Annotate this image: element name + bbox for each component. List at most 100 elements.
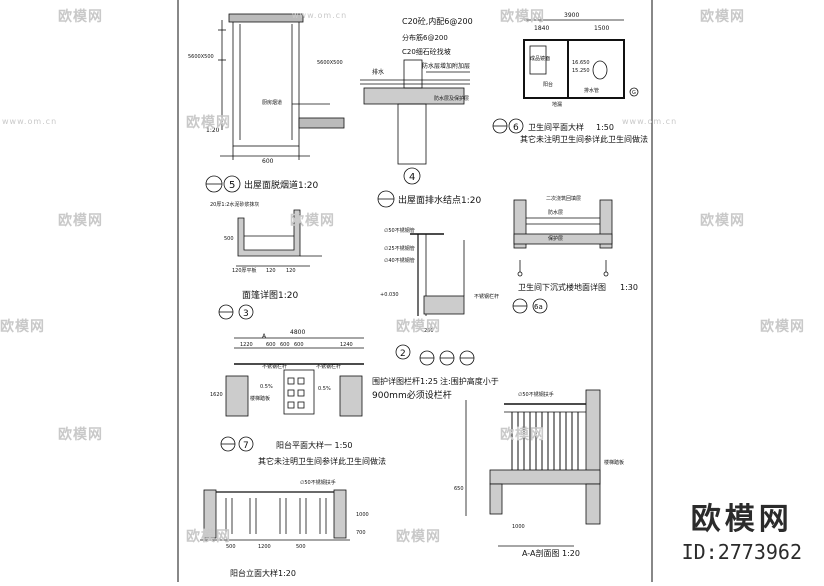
svg-text:∅50不锈钢扶手: ∅50不锈钢扶手 [300, 479, 336, 486]
detail-6-title: 卫生间平面大样 [528, 122, 584, 132]
svg-text:600: 600 [280, 342, 290, 348]
watermark-domain: www.om.cn [292, 11, 348, 20]
svg-text:∅50不锈钢扶手: ∅50不锈钢扶手 [518, 391, 554, 398]
detail-2-note2: 900mm必须设栏杆 [372, 389, 452, 401]
svg-text:1240: 1240 [340, 342, 353, 348]
detail-6-number: 6 [513, 123, 519, 133]
svg-text:A: A [262, 333, 267, 340]
brand-block: 欧模网 ID:2773962 [682, 494, 802, 564]
watermark-logo: 欧模网 [500, 427, 545, 443]
svg-text:阳台: 阳台 [543, 81, 553, 88]
svg-text:5600X500: 5600X500 [317, 60, 343, 66]
watermark-logo: 欧模网 [58, 427, 103, 443]
svg-text:0.5%: 0.5% [318, 386, 331, 392]
brand-logo: 欧模网 [690, 502, 793, 537]
svg-text:500: 500 [296, 544, 306, 550]
svg-text:3900: 3900 [564, 12, 579, 19]
svg-text:地漏: 地漏 [552, 101, 562, 108]
detail-aa-title: A-A剖面图 1:20 [522, 548, 580, 558]
watermark-domain: www.om.cn [2, 117, 58, 126]
watermark-logo: 欧模网 [396, 319, 441, 335]
svg-text:1:50: 1:50 [596, 123, 614, 132]
watermark-logo: 欧模网 [760, 319, 805, 335]
svg-text:1:30: 1:30 [620, 283, 638, 292]
model-id: ID:2773962 [681, 540, 802, 564]
detail-7-balcony-plan: A 4800 1220 600 600 600 1240 不锈钢栏杆 不锈钢栏杆… [210, 329, 386, 466]
watermark-logo: 欧模网 [58, 213, 103, 229]
watermark-logo: 欧模网 [58, 9, 103, 25]
svg-text:20厚1:2水泥砂浆抹灰: 20厚1:2水泥砂浆抹灰 [210, 201, 259, 208]
detail-6-toilet-plan: 3900 1840 1500 16.650 15.250 阳台 排水管 成品镜面… [492, 12, 648, 144]
svg-text:120厚平板: 120厚平板 [232, 267, 257, 274]
svg-text:C20细石砼找坡: C20细石砼找坡 [402, 47, 451, 56]
detail-7-number: 7 [243, 441, 249, 451]
svg-text:楼梯踏板: 楼梯踏板 [250, 395, 270, 402]
detail-8-balcony-elevation: 500 1200 500 1000 700 ∅50不锈钢扶手 阳台立面大样1:2… [200, 479, 369, 578]
watermark-logo: 欧模网 [186, 115, 231, 131]
svg-text:500: 500 [224, 236, 234, 242]
svg-text:4800: 4800 [290, 329, 305, 336]
svg-text:1500: 1500 [594, 25, 609, 32]
detail-7-note: 其它未注明卫生间参详此卫生间做法 [258, 456, 386, 466]
svg-text:120: 120 [286, 268, 296, 274]
detail-5-chimney: 5600X500 5600X500 1:20 厨房烟道 600 5 出屋面脱烟道… [188, 13, 345, 193]
svg-text:15.250: 15.250 [572, 68, 590, 74]
svg-text:700: 700 [356, 530, 366, 536]
svg-text:250: 250 [424, 328, 434, 334]
svg-text:防水层及保护层: 防水层及保护层 [434, 95, 469, 102]
detail-6-note: 其它未注明卫生间参详此卫生间做法 [520, 134, 648, 144]
detail-7-title: 阳台平面大样一 1:50 [276, 440, 353, 450]
detail-5-number: 5 [229, 180, 235, 191]
svg-text:16.650: 16.650 [572, 60, 590, 66]
detail-3-title: 面篷详图1:20 [242, 289, 298, 301]
watermark-logo: 欧模网 [290, 213, 335, 229]
detail-5-title: 出屋面脱烟道1:20 [244, 179, 318, 191]
svg-text:厨房烟道: 厨房烟道 [262, 99, 282, 106]
svg-text:排水: 排水 [372, 68, 384, 76]
detail-6a-sunken-floor: 二次浇筑回填层 防水层 保护层 卫生间下沉式楼地面详图 1:30 6a [512, 195, 638, 314]
detail-6a-title: 卫生间下沉式楼地面详图 [518, 282, 606, 292]
detail-3-number: 3 [243, 309, 249, 319]
watermark-logo: 欧模网 [500, 9, 545, 25]
svg-text:0.5%: 0.5% [260, 384, 273, 390]
watermark-logo: 欧模网 [700, 9, 745, 25]
svg-text:500: 500 [226, 544, 236, 550]
svg-text:1220: 1220 [240, 342, 253, 348]
detail-6a-number: 6a [534, 303, 543, 311]
svg-text:不锈钢栏杆: 不锈钢栏杆 [316, 363, 341, 370]
svg-text:∅50不锈钢管: ∅50不锈钢管 [384, 227, 415, 234]
svg-text:5600X500: 5600X500 [188, 54, 214, 60]
svg-text:1000: 1000 [512, 524, 525, 530]
detail-3-canopy: 20厚1:2水泥砂浆抹灰 500 120厚平板 120 120 面篷详图1:20… [210, 201, 322, 320]
svg-text:分布筋6@200: 分布筋6@200 [402, 33, 448, 42]
detail-2-number: 2 [400, 349, 406, 359]
watermark-logo: 欧模网 [396, 529, 441, 545]
svg-text:楼梯踏板: 楼梯踏板 [604, 459, 624, 466]
svg-text:保护层: 保护层 [548, 235, 563, 242]
svg-text:排水管: 排水管 [584, 87, 599, 94]
svg-text:二次浇筑回填层: 二次浇筑回填层 [546, 195, 581, 202]
svg-text:1840: 1840 [534, 25, 549, 32]
svg-text:1620: 1620 [210, 392, 223, 398]
svg-text:600: 600 [294, 342, 304, 348]
detail-4-title: 出屋面排水结点1:20 [398, 194, 481, 206]
svg-text:C20砼,内配6@200: C20砼,内配6@200 [402, 16, 473, 26]
svg-text:120: 120 [266, 268, 276, 274]
svg-text:600: 600 [262, 158, 274, 165]
detail-2-note1: 注:围护高度小于 [440, 376, 499, 386]
svg-text:G: G [632, 90, 636, 96]
watermark-logo: 欧模网 [700, 213, 745, 229]
watermark-domain: www.om.cn [622, 117, 678, 126]
detail-8-title: 阳台立面大样1:20 [230, 568, 296, 578]
svg-text:不锈钢栏杆: 不锈钢栏杆 [474, 293, 499, 300]
svg-text:∅40不锈钢管: ∅40不锈钢管 [384, 257, 415, 264]
watermark-logo: 欧模网 [0, 319, 45, 335]
svg-text:防水层: 防水层 [548, 209, 563, 216]
svg-text:防水层增加附加层: 防水层增加附加层 [422, 62, 470, 70]
watermark-logo: 欧模网 [186, 529, 231, 545]
svg-text:1200: 1200 [258, 544, 271, 550]
svg-text:650: 650 [454, 486, 464, 492]
svg-text:不锈钢栏杆: 不锈钢栏杆 [262, 363, 287, 370]
